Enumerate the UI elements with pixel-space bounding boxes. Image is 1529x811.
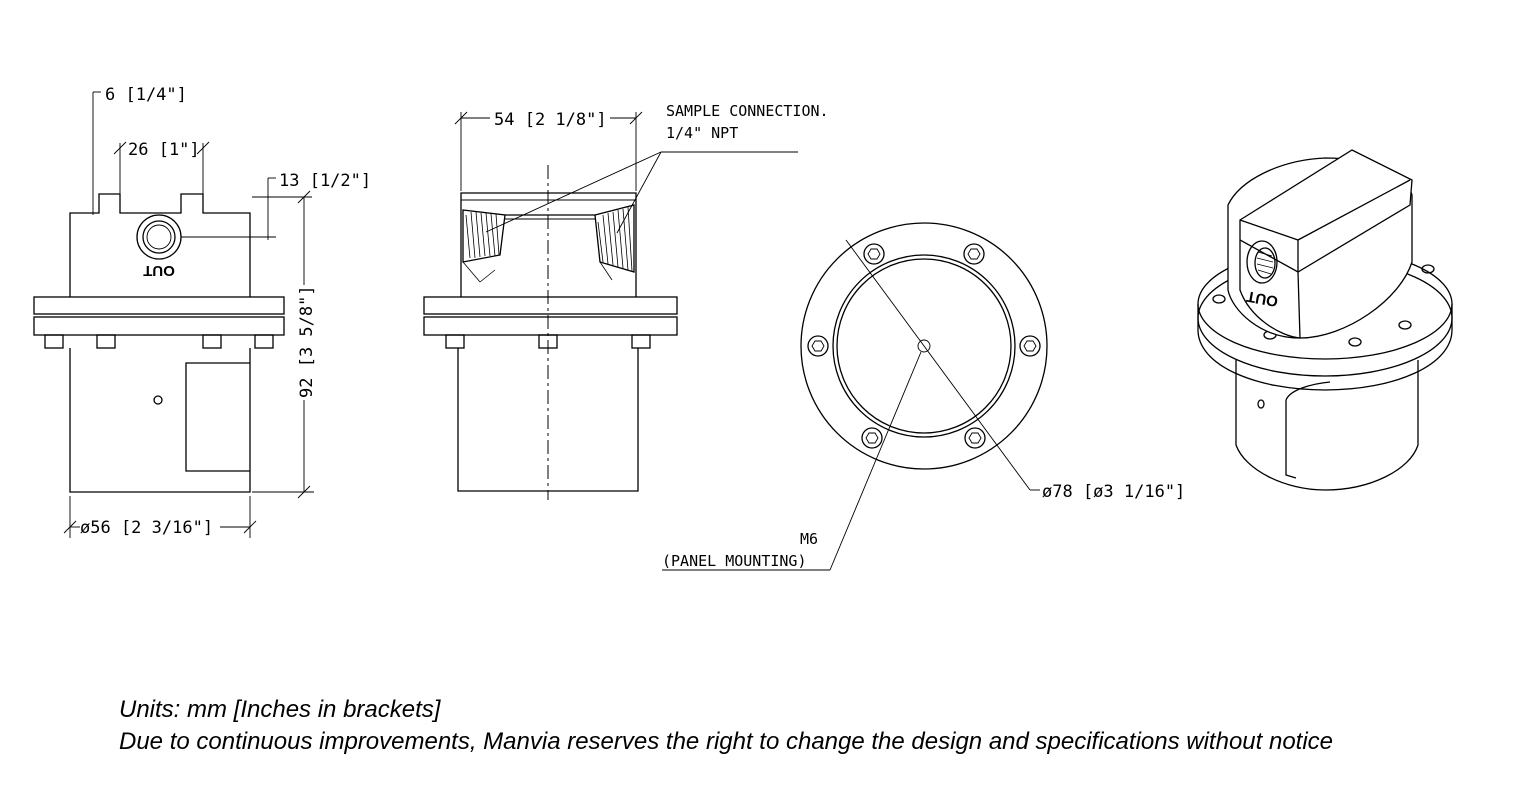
panel-mounting-label: (PANEL MOUNTING) [662,552,807,570]
dim-13: 13 [1/2"] [279,171,371,191]
isometric-view: OUT [1197,149,1453,491]
units-note: Units: mm [Inches in brackets] [119,696,441,723]
dim-26: 26 [1"] [128,140,200,160]
sample-connection-label-2: 1/4" NPT [666,124,738,142]
section-view: 54 [2 1/8"] SAMPLE CONNECTION. 1/4" NPT [423,102,829,500]
flange-view: ø78 [ø3 1/16"] M6 (PANEL MOUNTING) [662,222,1185,571]
m6-label: M6 [800,530,818,548]
bolt-holes [807,243,1041,449]
technical-drawing: OUT 6 [1/4"] 26 [1"] 13 [1/2"] 92 [33,85,1453,571]
dim-54: 54 [2 1/8"] [494,110,607,130]
dim-78: ø78 [ø3 1/16"] [1042,482,1185,502]
out-label-front: OUT [143,262,175,279]
dim-56: ø56 [2 3/16"] [80,518,213,538]
sample-connection-label-1: SAMPLE CONNECTION. [666,102,829,120]
dim-6: 6 [1/4"] [105,85,187,105]
notes-block: Units: mm [Inches in brackets] Due to co… [119,694,1449,758]
disclaimer-note: Due to continuous improvements, Manvia r… [119,728,1334,755]
front-view: OUT 6 [1/4"] 26 [1"] 13 [1/2"] 92 [33,85,371,538]
out-label-iso: OUT [1245,287,1279,309]
dim-92: 92 [3 5/8"] [297,285,317,398]
